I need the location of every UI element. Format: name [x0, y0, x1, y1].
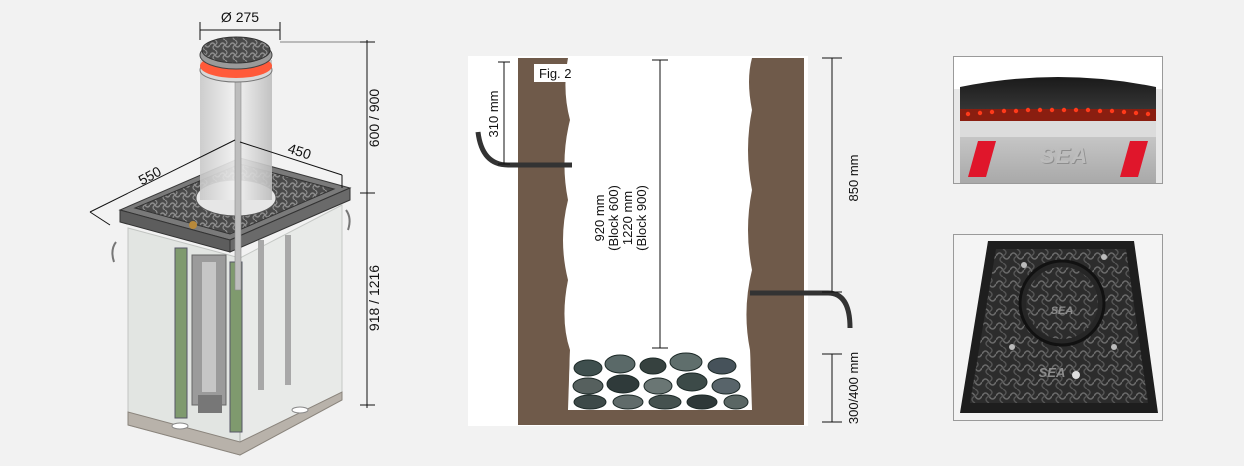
- led-ring: [965, 107, 1151, 117]
- fig-label: Fig. 2: [539, 66, 572, 81]
- dim-depth-600-block: (Block 600): [606, 185, 621, 251]
- dim-depth-900-mm: 1220 mm: [620, 191, 635, 245]
- dim-side-depth: 850 mm: [846, 155, 861, 202]
- soil-bottom: [518, 410, 804, 425]
- cover-plate-illustration: [954, 235, 1162, 420]
- cover-brand-logo-upper: SEA: [1050, 305, 1074, 317]
- cover-plate-photo: SEA SEA: [953, 234, 1163, 421]
- dim-diameter: Ø 275: [221, 9, 259, 25]
- dim-gravel-depth: 300/400 mm: [846, 352, 861, 424]
- dim-height-above: 600 / 900: [366, 89, 382, 148]
- dim-height-below: 918 / 1216: [366, 265, 382, 331]
- pipe-right: [750, 290, 853, 329]
- bollard-head-photo: SEA: [953, 56, 1163, 184]
- dim-width: 550: [136, 163, 164, 188]
- dim-depth-900-block: (Block 900): [634, 185, 649, 251]
- bollard-head-illustration: [954, 57, 1162, 183]
- installation-section-diagram: Fig. 2 310 mm 920 mm (Block 600) 1220 mm…: [468, 56, 861, 426]
- bollard-brand-logo: SEA: [1039, 143, 1089, 168]
- cover-brand-logo-lower: SEA: [1038, 365, 1066, 380]
- dim-pipe-depth: 310 mm: [486, 91, 501, 138]
- pipe-left: [475, 131, 572, 168]
- soil-right: [746, 58, 804, 425]
- dim-depth: 450: [286, 140, 313, 163]
- bollard-3d-drawing: Ø 275 600 / 900 918 / 1216 550 450: [89, 9, 382, 456]
- soil-left: [518, 58, 570, 425]
- base-plate: [127, 391, 343, 456]
- gravel-stones: [572, 352, 749, 410]
- dim-depth-600-mm: 920 mm: [592, 195, 607, 242]
